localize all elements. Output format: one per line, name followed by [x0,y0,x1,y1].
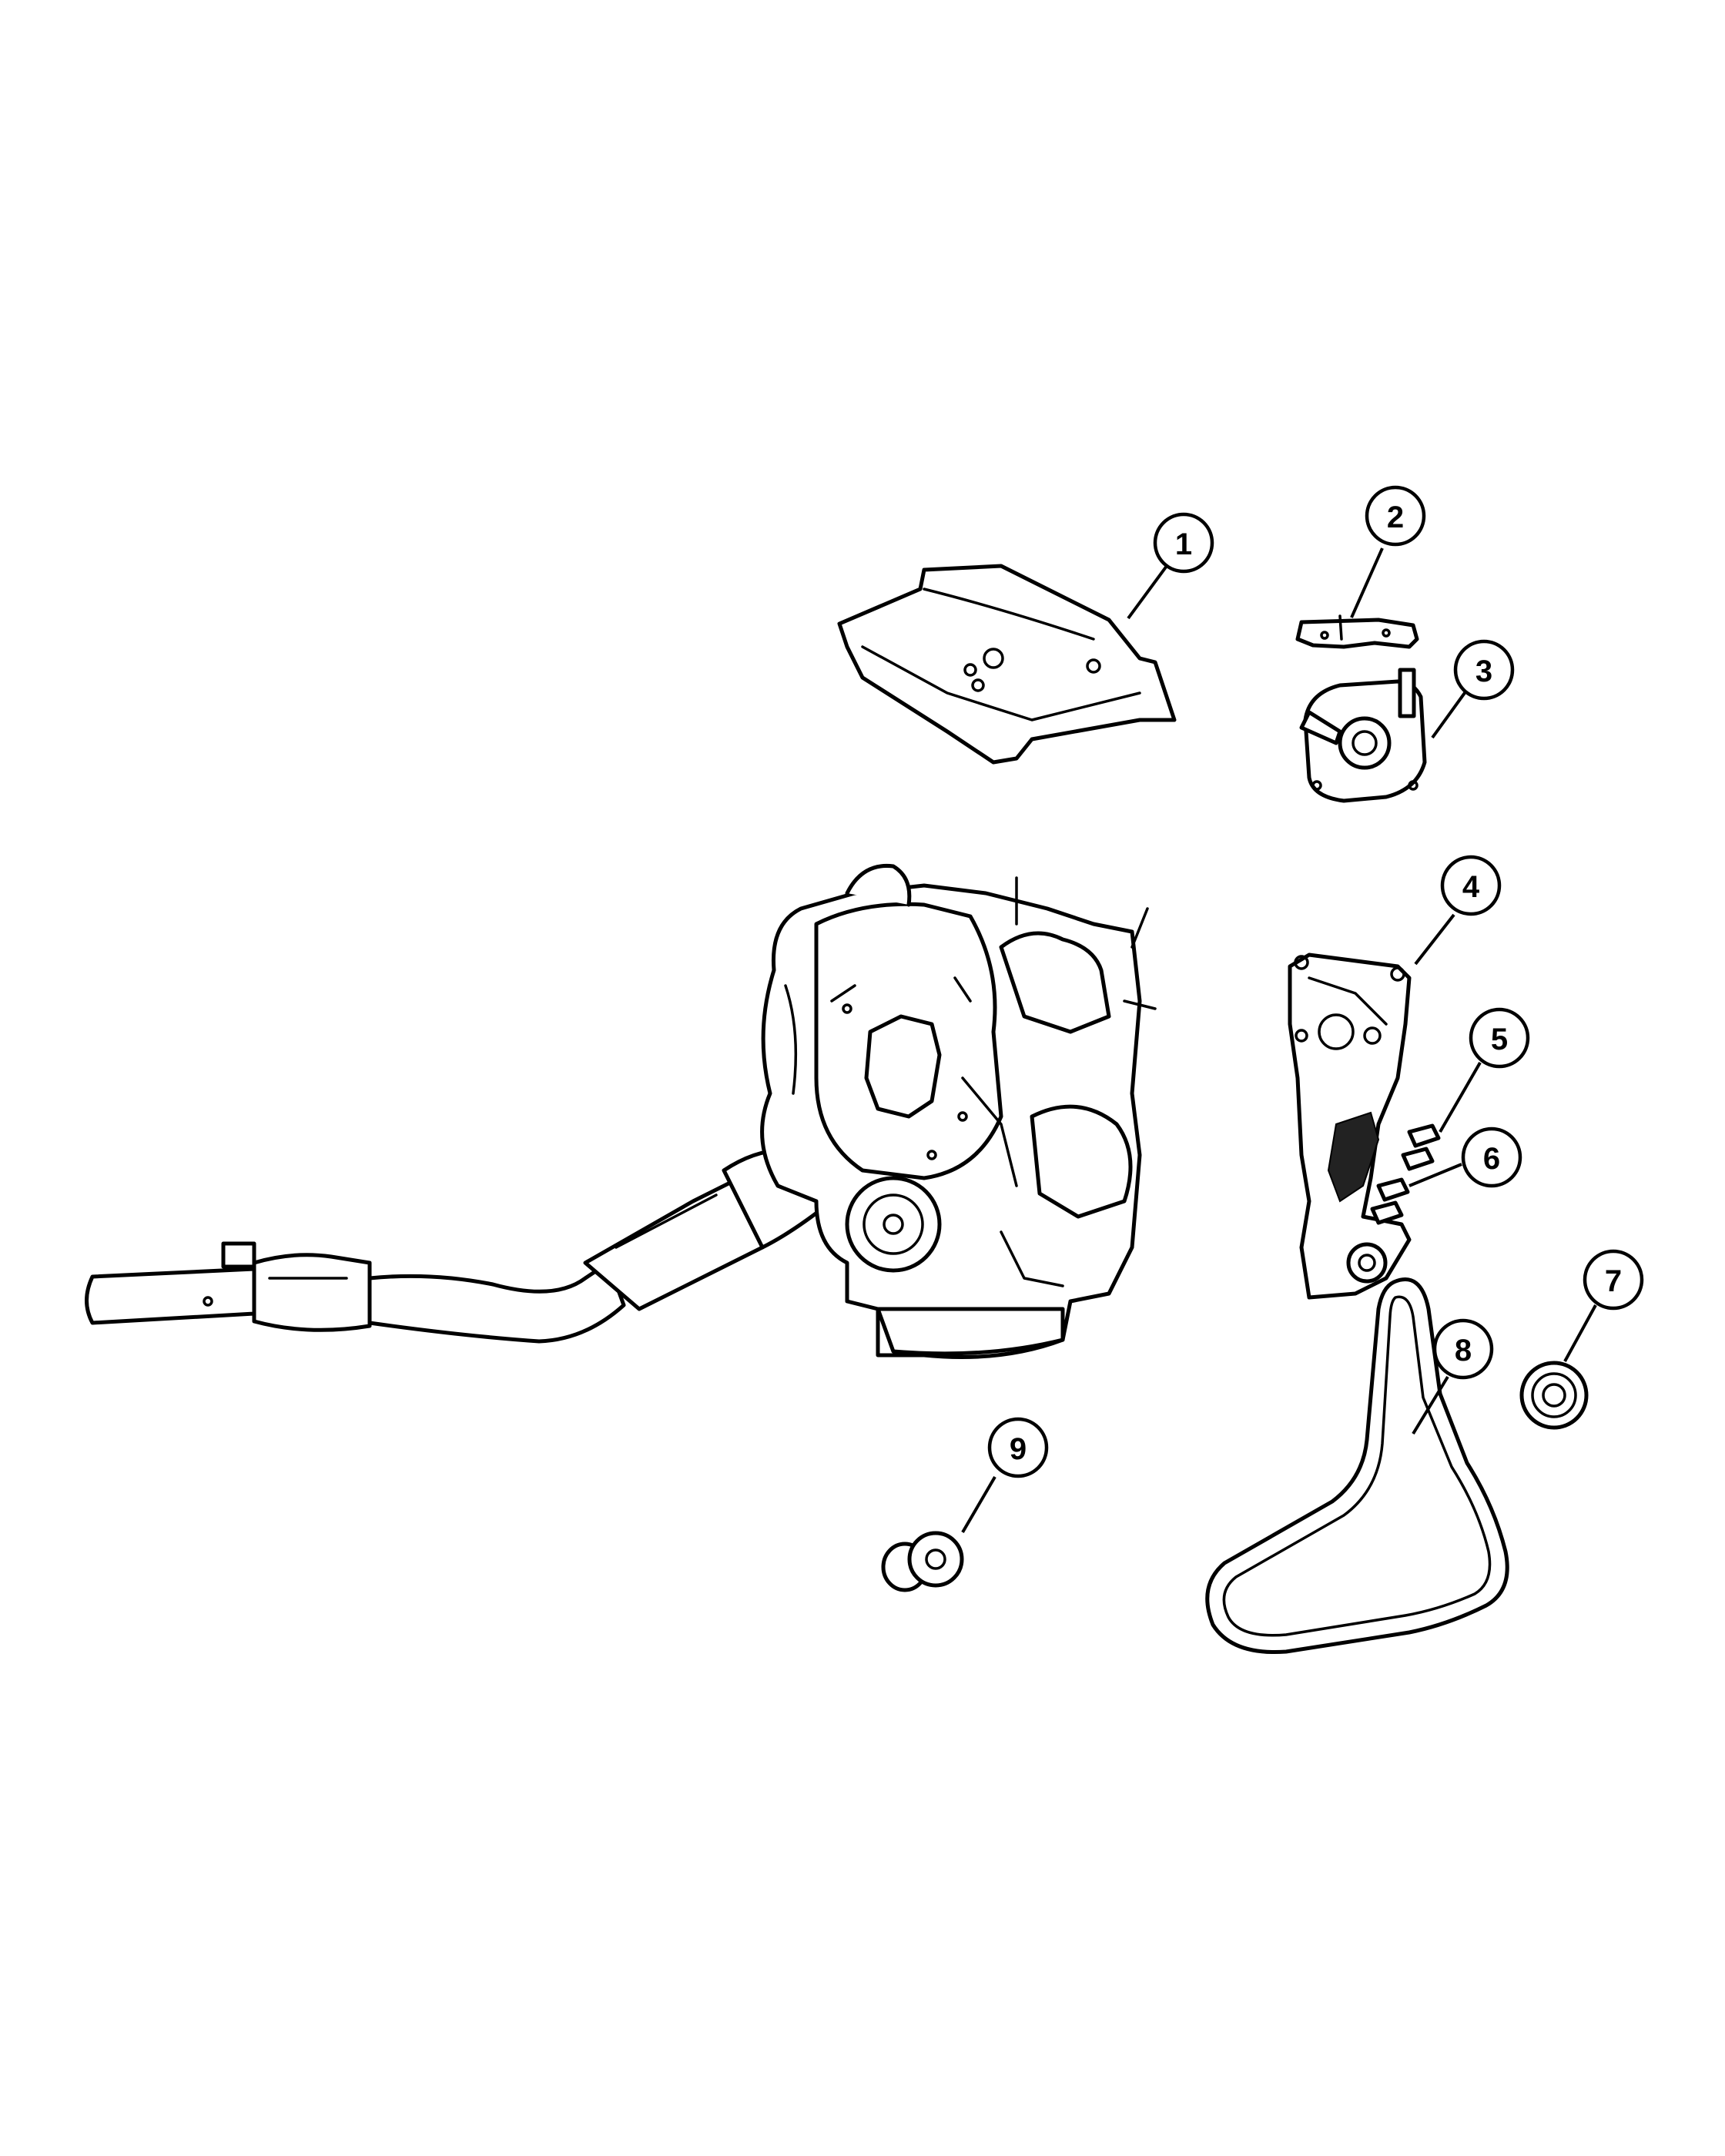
bracket-part [1295,614,1419,649]
callout-9[interactable]: 9 [987,1417,1049,1478]
callout-5-number: 5 [1491,1023,1508,1056]
callout-8-number: 8 [1455,1334,1472,1368]
accessory-bracket-part [1288,952,1412,1300]
callout-1-number: 1 [1175,527,1192,561]
callout-4[interactable]: 4 [1440,855,1502,916]
callout-9-number: 9 [1010,1432,1027,1466]
callout-6-number: 6 [1483,1142,1500,1176]
callout-2-number: 2 [1387,500,1404,534]
tensioner-part [1299,668,1427,803]
callout-6[interactable]: 6 [1461,1127,1522,1188]
bolt-6-part [1370,1177,1410,1225]
callout-7[interactable]: 7 [1583,1249,1644,1311]
bolt-5-part [1401,1123,1441,1171]
callout-1[interactable]: 1 [1153,512,1214,574]
callout-8[interactable]: 8 [1432,1318,1494,1380]
callout-2[interactable]: 2 [1365,485,1426,547]
exhaust-assembly [85,1147,834,1344]
idler-pulley-part [1519,1361,1589,1430]
pulley-part [881,1531,964,1592]
callout-3[interactable]: 3 [1453,639,1515,701]
serpentine-belt-part [1205,1277,1509,1655]
callout-5[interactable]: 5 [1469,1007,1530,1069]
callout-4-number: 4 [1462,870,1480,904]
callout-3-number: 3 [1475,654,1492,688]
heat-shield-part [837,564,1177,765]
callout-7-number: 7 [1605,1264,1622,1298]
engine-block [760,863,1157,1359]
callouts: 1 2 3 4 5 6 7 8 [987,485,1644,1478]
